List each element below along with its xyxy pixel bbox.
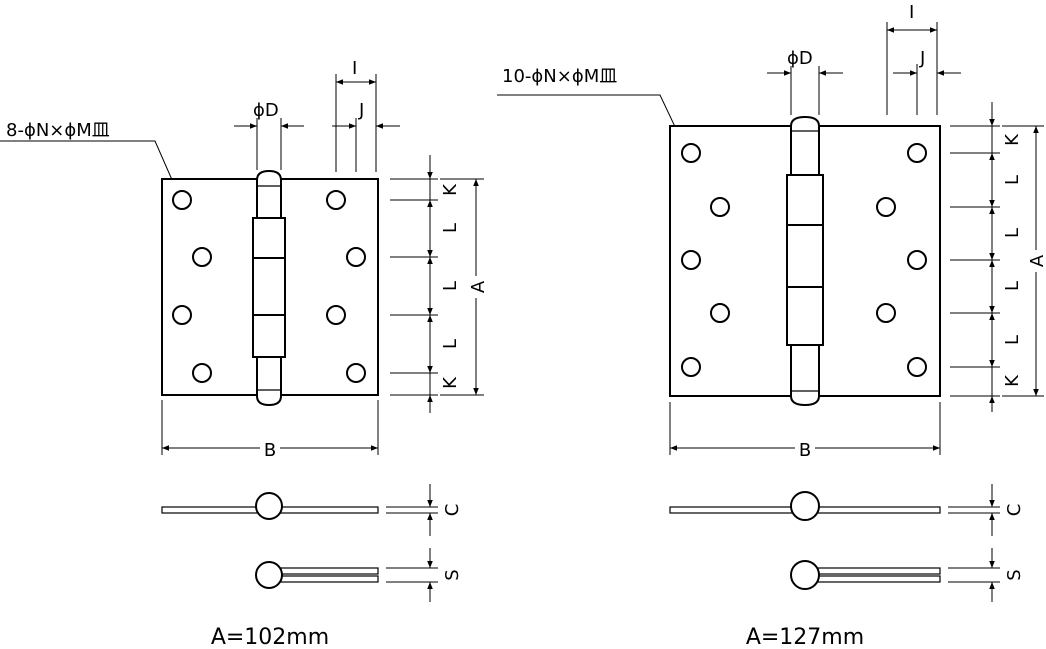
screw-hole [681, 250, 701, 270]
hinge-left: 8-ϕN×ϕM皿 ϕD [0, 58, 489, 649]
screw-hole [907, 357, 927, 377]
screw-hole [907, 143, 927, 163]
side-view-closed-left [255, 561, 379, 589]
callout-holes-right: 10-ϕN×ϕM皿 [502, 66, 617, 87]
dim-K-bottom-left: K [440, 376, 461, 389]
dim-J-right: J [919, 48, 925, 69]
dim-C-left: C [442, 504, 463, 517]
dim-chain-left: K L L L K [390, 155, 461, 413]
caption-right: A=127mm [746, 625, 864, 649]
dim-chain-right: K L L L L K [950, 102, 1023, 412]
dim-L-right: L [1002, 228, 1023, 238]
side-view-open-left [161, 492, 379, 520]
dim-K-bottom-right: K [1002, 374, 1023, 387]
dim-B-left: B [264, 440, 276, 461]
dim-S-left: S [442, 569, 463, 580]
dim-L-left: L [440, 223, 461, 233]
dim-L-right: L [1002, 175, 1023, 185]
side-view-closed-right [790, 560, 941, 590]
screw-hole [346, 363, 366, 383]
screw-holes-left [172, 190, 366, 383]
side-view-open-right [669, 491, 941, 521]
dim-L-left: L [440, 339, 461, 349]
screw-hole [681, 143, 701, 163]
screw-hole [907, 250, 927, 270]
screw-hole [710, 197, 730, 217]
screw-hole [710, 303, 730, 323]
dim-phiD-left: ϕD [253, 100, 279, 121]
hinge-right: 10-ϕN×ϕM皿 ϕD [497, 2, 1046, 649]
caption-left: A=102mm [211, 625, 329, 649]
callout-leader-right [497, 94, 687, 151]
dim-L-right: L [1002, 281, 1023, 291]
screw-hole [172, 190, 192, 210]
screw-hole [326, 305, 346, 325]
dim-I-right: I [909, 2, 914, 23]
screw-hole [192, 247, 212, 267]
screw-hole [346, 247, 366, 267]
screw-hole [876, 197, 896, 217]
screw-holes-right [681, 143, 927, 377]
callout-holes-left: 8-ϕN×ϕM皿 [6, 120, 110, 141]
dim-A-left: A [468, 280, 489, 293]
dim-J-left: J [358, 100, 364, 121]
dim-K-top-left: K [440, 183, 461, 196]
dim-K-top-right: K [1002, 133, 1023, 146]
screw-hole [681, 357, 701, 377]
hinge-barrel-left [252, 169, 286, 407]
dim-phiD-right: ϕD [787, 48, 813, 69]
dim-C-right: C [1004, 504, 1025, 517]
dim-L-right: L [1002, 335, 1023, 345]
dim-I-left: I [352, 58, 357, 79]
screw-hole [876, 303, 896, 323]
screw-hole [326, 190, 346, 210]
dim-L-left: L [440, 281, 461, 291]
callout-leader-left [0, 140, 181, 199]
dim-B-right: B [799, 440, 811, 461]
dim-A-right: A [1027, 254, 1046, 267]
screw-hole [172, 305, 192, 325]
dim-S-right: S [1004, 569, 1025, 580]
hinge-barrel-right [786, 115, 824, 407]
screw-hole [192, 363, 212, 383]
